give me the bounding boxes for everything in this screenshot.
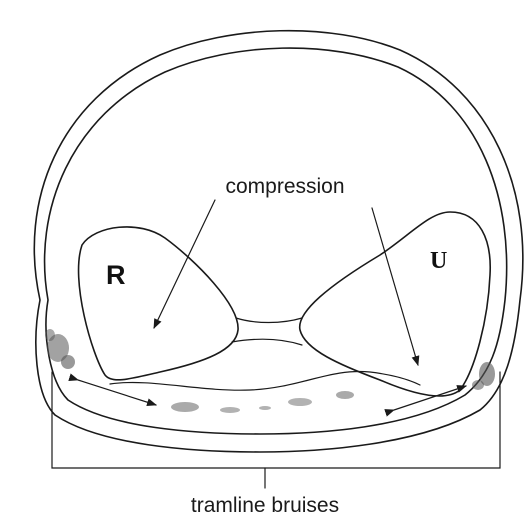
- central-bruise-mark: [171, 391, 354, 413]
- compression-label: compression: [225, 175, 344, 198]
- left-bruise-mark: [45, 329, 75, 369]
- compression-arrow-left: [154, 200, 215, 328]
- bridge-upper: [236, 318, 302, 323]
- compressed-band: [110, 371, 420, 390]
- tramline-bruises-label: tramline bruises: [191, 494, 339, 517]
- right-cord-label: U: [430, 248, 447, 274]
- left-cord-shape: [79, 227, 239, 380]
- right-cord-shape: [300, 212, 491, 396]
- outer-contour: [34, 31, 523, 452]
- left-cord-label: R: [106, 260, 126, 290]
- inner-contour: [45, 48, 507, 434]
- bridge-lower: [232, 339, 302, 345]
- right-bruise-mark: [472, 362, 495, 390]
